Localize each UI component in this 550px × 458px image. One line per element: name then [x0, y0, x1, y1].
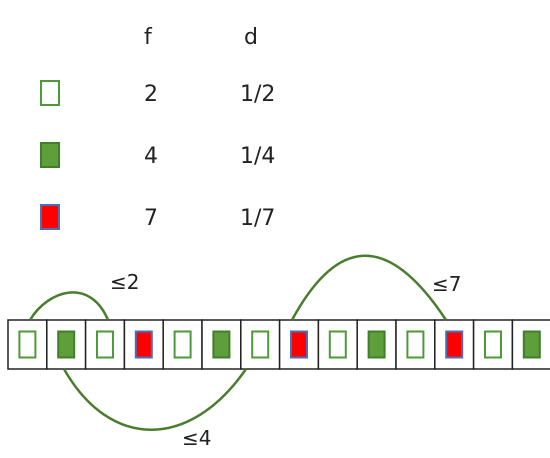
strip-cell [395, 319, 436, 370]
hollow-green-square-icon [40, 80, 60, 106]
hollow-green-square-icon [406, 330, 425, 359]
legend-header-f: f [144, 25, 152, 50]
legend-f-value: 7 [144, 206, 158, 231]
hollow-green-square-icon [251, 330, 270, 359]
legend-f-value: 2 [144, 82, 158, 107]
hollow-green-square-icon [328, 330, 347, 359]
arc-label-max-7: ≤7 [432, 272, 461, 296]
legend-d-value: 1/4 [240, 144, 276, 169]
red-square-icon [134, 330, 153, 359]
hollow-green-square-icon [18, 330, 37, 359]
arc-max-2 [28, 291, 110, 321]
legend-f-value: 4 [144, 144, 158, 169]
hollow-green-square-icon [484, 330, 502, 359]
filled-green-square-icon [522, 330, 541, 359]
arc-label-max-4: ≤4 [182, 426, 211, 450]
filled-green-square-icon [57, 330, 76, 359]
legend-d-value: 1/7 [240, 206, 276, 231]
red-square-icon [40, 204, 60, 230]
arc-max-7 [290, 254, 448, 321]
legend-header-d: d [244, 25, 258, 50]
filled-green-square-icon [40, 142, 60, 168]
hollow-green-square-icon [96, 330, 114, 359]
filled-green-square-icon [367, 330, 386, 359]
legend-d-value: 1/2 [240, 82, 276, 107]
strip-cell [201, 319, 242, 370]
filled-green-square-icon [212, 330, 231, 359]
hollow-green-square-icon [173, 330, 192, 359]
arc-max-4 [62, 368, 248, 431]
arc-label-max-2: ≤2 [110, 270, 139, 294]
red-square-icon [290, 330, 308, 359]
red-square-icon [445, 330, 464, 359]
